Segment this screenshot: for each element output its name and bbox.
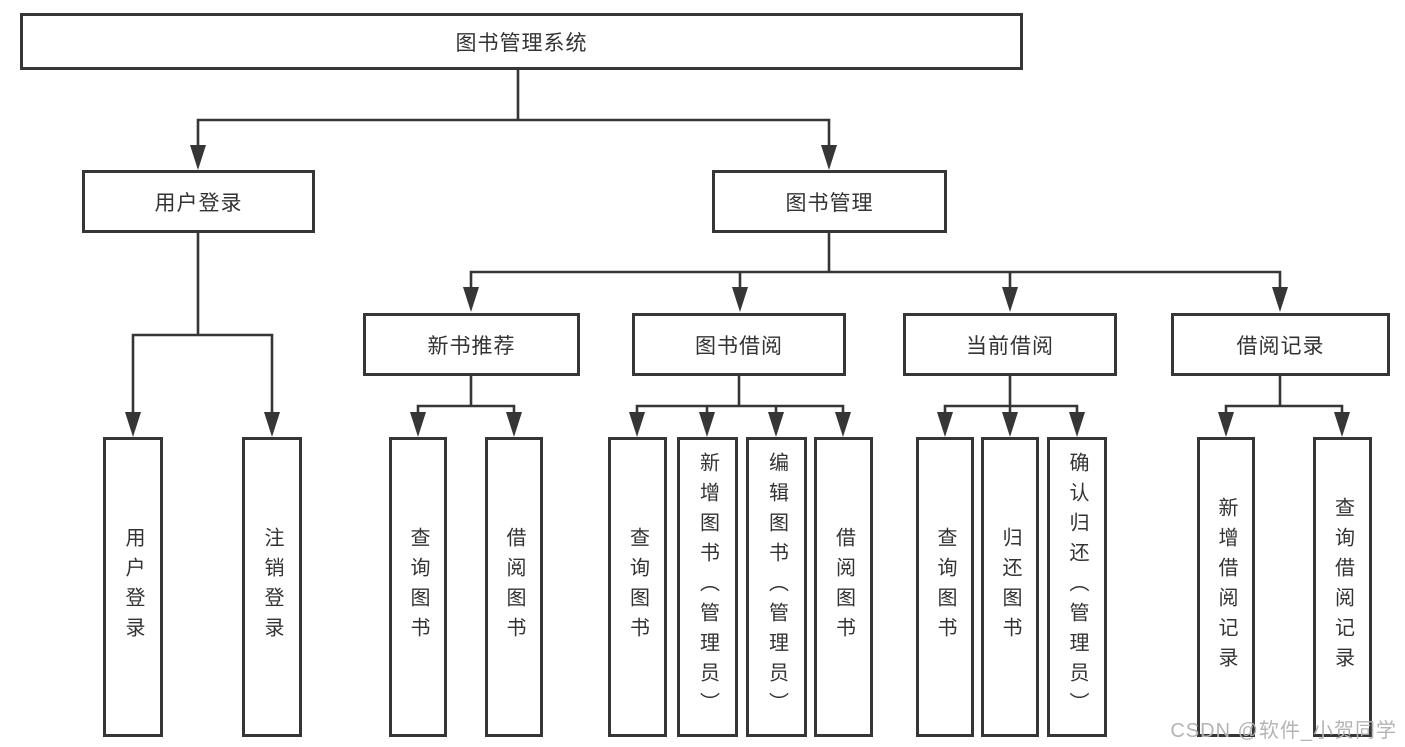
arrow-down-icon — [1002, 412, 1018, 437]
arrow-down-icon — [821, 145, 837, 170]
node-new-book-recommend: 新书推荐 — [363, 313, 580, 376]
arrow-down-icon — [1334, 412, 1350, 437]
arrow-down-icon — [629, 412, 645, 437]
arrow-down-icon — [463, 287, 479, 312]
leaf-label: 注销登录 — [261, 527, 283, 647]
node-leaf-add-borrow-record: 新增借阅记录 — [1197, 437, 1255, 737]
leaf-label: 新增借阅记录 — [1215, 497, 1237, 677]
arrow-down-icon — [768, 412, 784, 437]
node-user-login: 用户登录 — [82, 170, 315, 233]
node-leaf-logout: 注销登录 — [242, 437, 302, 737]
node-leaf-borrow-books-recommend: 借阅图书 — [485, 437, 543, 737]
arrow-down-icon — [410, 412, 426, 437]
leaf-label: 查询借阅记录 — [1331, 497, 1354, 677]
arrow-down-icon — [1272, 287, 1288, 312]
arrow-down-icon — [1218, 412, 1234, 437]
node-leaf-query-borrow-record: 查询借阅记录 — [1313, 437, 1372, 737]
leaf-label: 归还图书 — [999, 527, 1021, 647]
watermark: CSDN @软件_小贺同学 — [1170, 720, 1397, 742]
node-leaf-return-books: 归还图书 — [981, 437, 1039, 737]
node-book-borrow: 图书借阅 — [632, 313, 846, 376]
arrow-down-icon — [125, 412, 141, 437]
arrow-down-icon — [835, 412, 851, 437]
node-root: 图书管理系统 — [20, 13, 1023, 70]
node-leaf-user-login: 用户登录 — [103, 437, 163, 737]
arrow-down-icon — [264, 412, 280, 437]
leaf-label: 查询图书 — [626, 527, 649, 647]
arrow-down-icon — [1002, 287, 1018, 312]
leaf-label: 查询图书 — [934, 527, 956, 647]
connector-lines — [131, 69, 1344, 414]
arrow-down-icon — [190, 145, 206, 170]
node-leaf-confirm-return-admin: 确认归还（管理员） — [1047, 437, 1107, 737]
leaf-label: 新增图书（管理员） — [696, 452, 719, 722]
leaf-label: 编辑图书（管理员） — [765, 452, 788, 722]
arrow-down-icon — [732, 287, 748, 312]
node-leaf-edit-book-admin: 编辑图书（管理员） — [746, 437, 807, 737]
leaf-label: 借阅图书 — [503, 527, 525, 647]
node-leaf-query-books-recommend: 查询图书 — [389, 437, 447, 737]
arrow-down-icon — [1069, 412, 1085, 437]
node-borrow-records: 借阅记录 — [1171, 313, 1390, 376]
arrow-down-icon — [506, 412, 522, 437]
leaf-label: 确认归还（管理员） — [1066, 452, 1088, 722]
leaf-label: 查询图书 — [407, 527, 429, 647]
arrow-down-icon — [699, 412, 715, 437]
node-book-management: 图书管理 — [712, 170, 947, 233]
arrow-down-icon — [937, 412, 953, 437]
node-leaf-add-book-admin: 新增图书（管理员） — [677, 437, 738, 737]
node-leaf-borrow-books: 借阅图书 — [814, 437, 873, 737]
leaf-label: 用户登录 — [122, 527, 144, 647]
node-leaf-query-books-current: 查询图书 — [916, 437, 974, 737]
node-leaf-query-books-borrow: 查询图书 — [608, 437, 667, 737]
node-current-borrow: 当前借阅 — [903, 313, 1117, 376]
leaf-label: 借阅图书 — [832, 527, 855, 647]
